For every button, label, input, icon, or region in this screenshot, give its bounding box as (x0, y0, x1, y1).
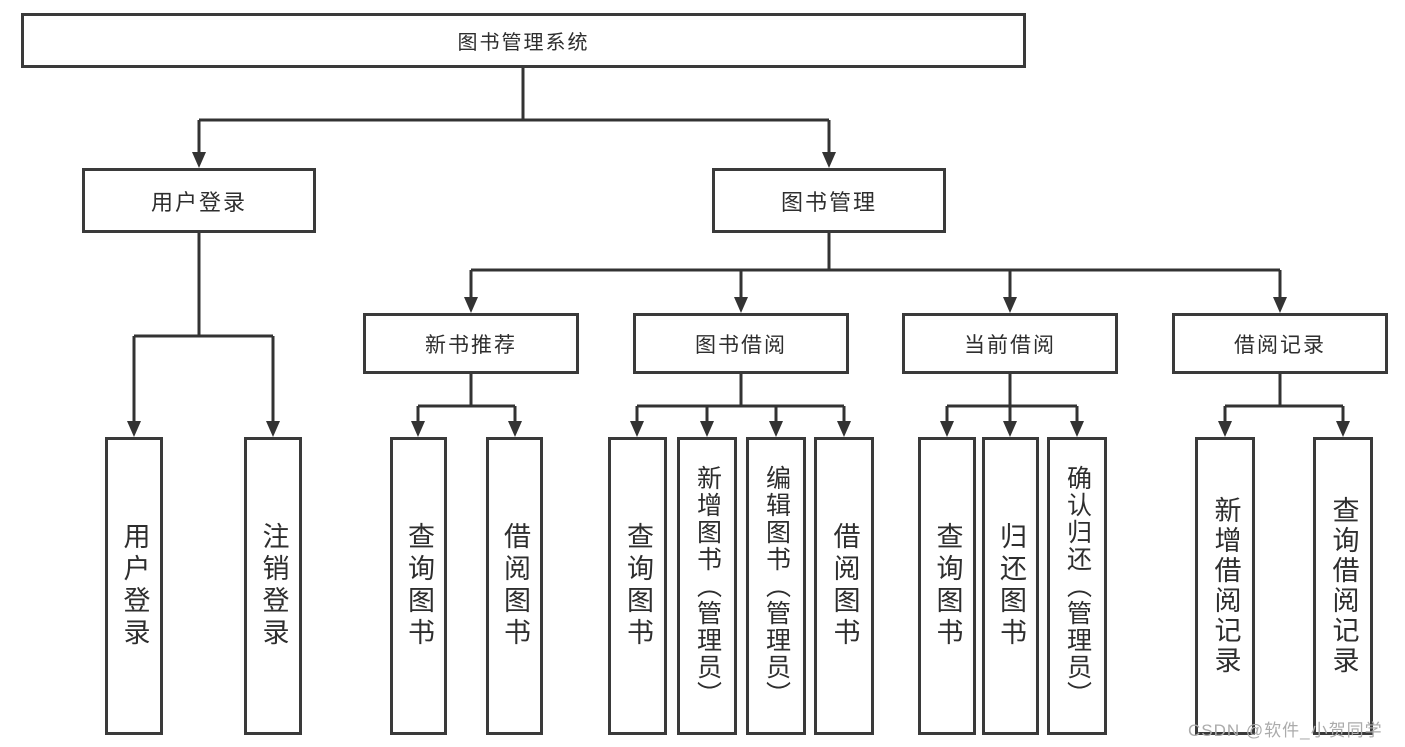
leaf-bb-query-books: 查询图书 (608, 437, 667, 735)
node-root: 图书管理系统 (21, 13, 1026, 68)
leaf-cb-confirm-return-admin: 确认归还（管理员） (1047, 437, 1107, 735)
leaf-nbr-query-books: 查询图书 (390, 437, 447, 735)
leaf-logout-label: 注销登录 (258, 522, 289, 650)
leaf-br-add-record: 新增借阅记录 (1195, 437, 1255, 735)
node-book-mgmt-branch: 图书管理 (712, 168, 946, 233)
node-book-borrow-label: 图书借阅 (695, 333, 787, 357)
csdn-watermark: CSDN @软件_小贺同学 (1188, 721, 1383, 740)
leaf-nbr-borrow-books-label: 借阅图书 (500, 522, 530, 650)
leaf-br-add-record-label: 新增借阅记录 (1210, 496, 1241, 676)
node-user-login-branch: 用户登录 (82, 168, 316, 233)
leaf-bb-add-books-admin-label: 新增图书（管理员） (693, 464, 722, 708)
leaf-nbr-borrow-books: 借阅图书 (486, 437, 543, 735)
node-book-mgmt-label: 图书管理 (780, 189, 877, 215)
leaf-cb-confirm-return-admin-label: 确认归还（管理员） (1063, 464, 1092, 708)
node-borrow-records-label: 借阅记录 (1234, 333, 1326, 357)
node-borrow-records: 借阅记录 (1172, 313, 1388, 374)
node-root-label: 图书管理系统 (457, 32, 590, 54)
leaf-cb-return-books-label: 归还图书 (996, 522, 1026, 650)
leaf-br-query-record-label: 查询借阅记录 (1328, 496, 1359, 676)
node-user-login-label: 用户登录 (150, 189, 247, 215)
leaf-bb-query-books-label: 查询图书 (623, 522, 653, 650)
node-book-borrow: 图书借阅 (633, 313, 849, 374)
leaf-user-login-label: 用户登录 (119, 522, 150, 650)
node-new-book-recommend: 新书推荐 (363, 313, 579, 374)
leaf-bb-edit-books-admin-label: 编辑图书（管理员） (762, 464, 791, 708)
leaf-bb-borrow-books-label: 借阅图书 (829, 522, 860, 650)
leaf-bb-add-books-admin: 新增图书（管理员） (677, 437, 737, 735)
node-current-borrow-label: 当前借阅 (964, 333, 1056, 357)
leaf-bb-edit-books-admin: 编辑图书（管理员） (746, 437, 806, 735)
leaf-br-query-record: 查询借阅记录 (1313, 437, 1373, 735)
leaf-cb-query-books: 查询图书 (918, 437, 976, 735)
leaf-nbr-query-books-label: 查询图书 (404, 522, 434, 650)
leaf-bb-borrow-books: 借阅图书 (814, 437, 874, 735)
leaf-cb-query-books-label: 查询图书 (932, 522, 963, 650)
leaf-cb-return-books: 归还图书 (982, 437, 1039, 735)
node-new-book-recommend-label: 新书推荐 (425, 333, 517, 357)
leaf-user-login: 用户登录 (105, 437, 163, 735)
node-current-borrow: 当前借阅 (902, 313, 1118, 374)
leaf-logout: 注销登录 (244, 437, 302, 735)
